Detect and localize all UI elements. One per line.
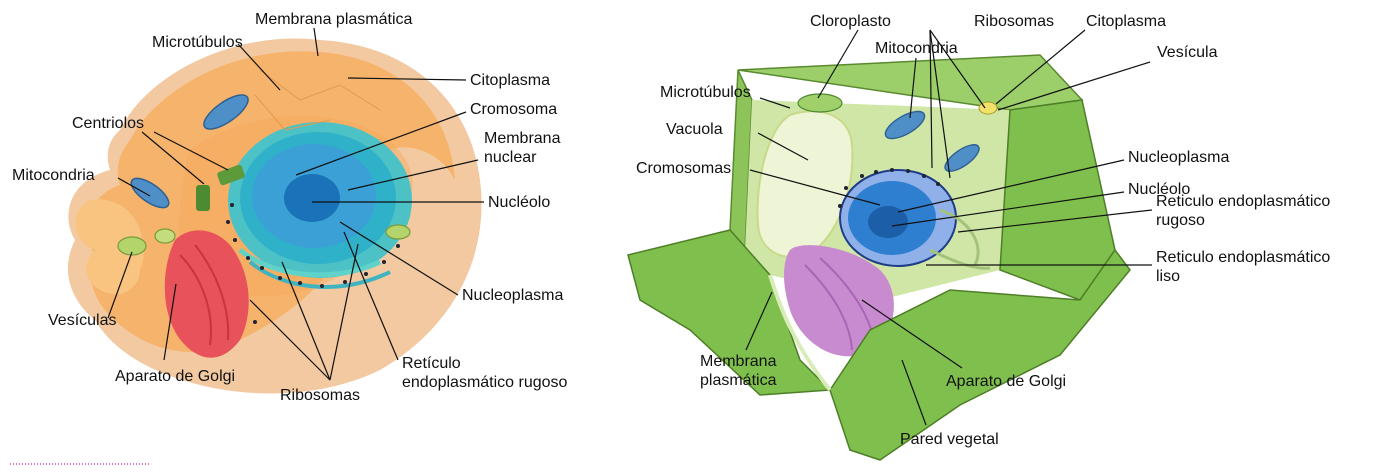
plant-cell <box>628 55 1130 460</box>
label-plant-rer-2: rugoso <box>1156 212 1205 229</box>
label-plant-membrana-1: Membrana <box>700 353 777 370</box>
label-plant-vesicula: Vesícula <box>1157 44 1218 61</box>
label-plant-mitocondria: Mitocondria <box>875 40 958 57</box>
plant-wall-right <box>1000 100 1115 300</box>
label-animal-cromosoma: Cromosoma <box>470 101 557 118</box>
label-plant-vacuola: Vacuola <box>666 121 723 138</box>
label-plant-membrana-2: plasmática <box>700 372 777 389</box>
plant-chloroplast <box>798 94 842 112</box>
label-animal-reticulo-1: Retículo <box>402 355 461 372</box>
label-plant-pared-vegetal: Pared vegetal <box>900 431 999 448</box>
label-animal-ribosomas: Ribosomas <box>280 387 360 404</box>
label-animal-membrana-nuclear-2: nuclear <box>484 149 537 166</box>
animal-vesicle-3 <box>386 225 410 239</box>
animal-centriole-2 <box>196 185 210 211</box>
label-plant-rel-2: liso <box>1156 268 1180 285</box>
label-animal-reticulo-2: endoplasmático rugoso <box>402 374 568 391</box>
label-plant-microtubulos: Microtúbulos <box>660 84 751 101</box>
label-plant-rer-1: Reticulo endoplasmático <box>1156 193 1330 210</box>
label-animal-vesiculas: Vesículas <box>48 312 116 329</box>
animal-nucleolus <box>284 174 340 222</box>
label-plant-rel-1: Reticulo endoplasmático <box>1156 249 1330 266</box>
label-plant-citoplasma: Citoplasma <box>1086 13 1166 30</box>
label-plant-ribosomas: Ribosomas <box>974 13 1054 30</box>
label-animal-aparato-golgi: Aparato de Golgi <box>115 368 235 385</box>
label-plant-cloroplasto: Cloroplasto <box>810 13 891 30</box>
label-plant-nucleoplasma: Nucleoplasma <box>1128 149 1229 166</box>
label-animal-centriolos: Centriolos <box>72 115 144 132</box>
label-animal-citoplasma: Citoplasma <box>470 72 550 89</box>
label-animal-nucleoplasma: Nucleoplasma <box>462 287 563 304</box>
label-animal-microtubulos: Microtúbulos <box>152 34 243 51</box>
label-animal-mitocondria: Mitocondria <box>12 167 95 184</box>
animal-cell <box>68 38 482 393</box>
label-plant-aparato-golgi: Aparato de Golgi <box>946 373 1066 390</box>
label-animal-nucleolo: Nucléolo <box>488 194 550 211</box>
label-animal-membrana-nuclear-1: Membrana <box>484 130 561 147</box>
animal-vesicle-2 <box>155 229 175 243</box>
label-plant-cromosomas: Cromosomas <box>636 160 731 177</box>
label-animal-membrana-plasmatica: Membrana plasmática <box>255 11 413 28</box>
